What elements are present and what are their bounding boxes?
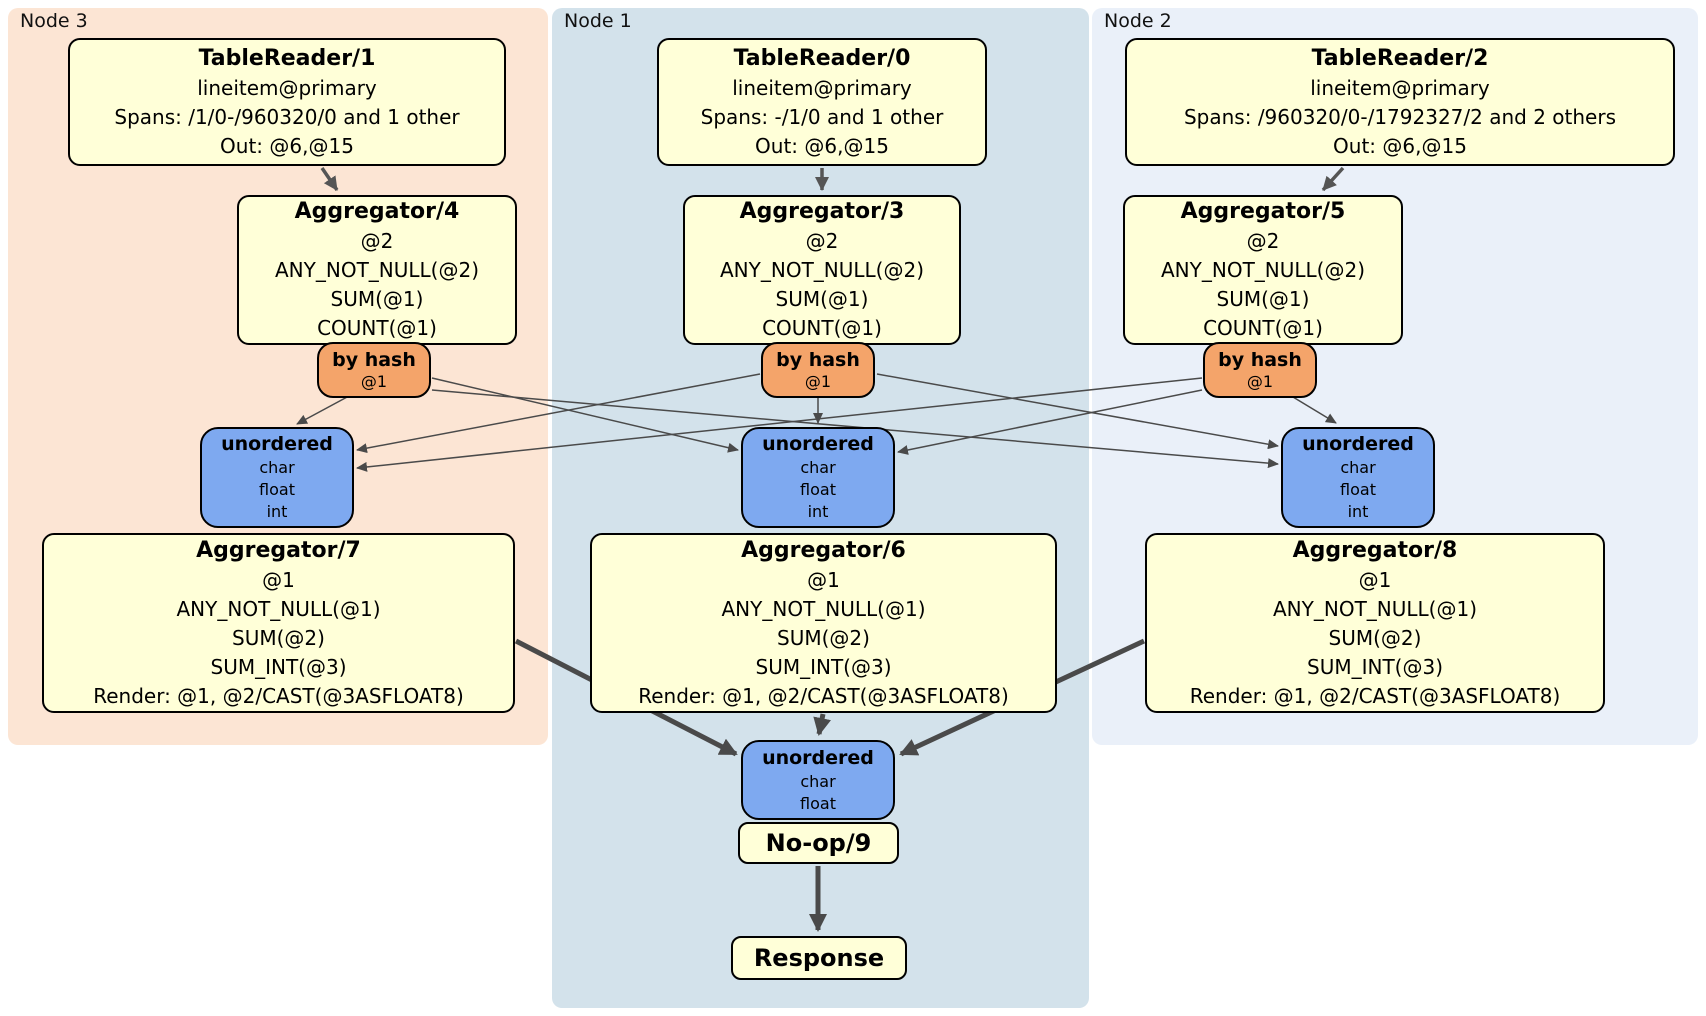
edge-tr2-agg5 [1321, 166, 1345, 192]
edge-agg6-final [813, 713, 831, 736]
sync-detail: char [800, 458, 836, 477]
processor-detail: SUM(@2) [777, 625, 870, 650]
processor-title: Aggregator/7 [196, 537, 361, 563]
processor-tablereader-0: TableReader/0 lineitem@primary Spans: -/… [657, 38, 987, 166]
processor-detail: SUM_INT(@3) [1307, 654, 1443, 679]
router-by-hash-node2: by hash @1 [1203, 342, 1317, 398]
processor-detail: ANY_NOT_NULL(@1) [176, 596, 381, 621]
edge-hash1-sync3 [356, 373, 761, 454]
processor-detail: Render: @1, @2/CAST(@3ASFLOAT8) [93, 683, 464, 708]
edge-hash3-sync3 [296, 395, 350, 425]
processor-title: Aggregator/6 [741, 537, 906, 563]
processor-title: Aggregator/5 [1180, 199, 1346, 224]
response-title: Response [753, 944, 885, 972]
processor-detail: Render: @1, @2/CAST(@3ASFLOAT8) [638, 683, 1009, 708]
processor-aggregator-4: Aggregator/4 @2 ANY_NOT_NULL(@2) SUM(@1)… [237, 195, 517, 345]
processor-title: Aggregator/4 [294, 199, 460, 224]
processor-detail: @2 [805, 229, 839, 253]
router-detail: @1 [1246, 372, 1274, 391]
sync-unordered-node3: unordered char float int [200, 427, 354, 528]
node2-label: Node 2 [1104, 10, 1172, 32]
sync-detail: float [259, 480, 295, 499]
processor-detail: Render: @1, @2/CAST(@3ASFLOAT8) [1189, 683, 1561, 708]
processor-detail: Out: @6,@15 [220, 133, 354, 158]
processor-detail: @2 [360, 229, 394, 253]
sync-detail: char [800, 771, 836, 791]
sync-detail: float [800, 480, 836, 499]
processor-detail: SUM(@2) [232, 625, 325, 650]
processor-detail: ANY_NOT_NULL(@2) [720, 258, 924, 282]
processor-tablereader-1: TableReader/1 lineitem@primary Spans: /1… [68, 38, 506, 166]
sync-title: unordered [221, 433, 333, 455]
router-title: by hash [776, 349, 860, 371]
processor-detail: SUM(@1) [330, 287, 424, 311]
sync-unordered-node1: unordered char float int [741, 427, 895, 528]
sync-title: unordered [762, 746, 874, 769]
processor-title: TableReader/2 [1311, 45, 1489, 71]
sync-detail: char [1340, 458, 1376, 477]
processor-detail: lineitem@primary [1310, 75, 1490, 100]
processor-detail: Spans: /1/0-/960320/0 and 1 other [114, 104, 460, 129]
sync-unordered-final: unordered char float [741, 740, 895, 820]
processor-detail: COUNT(@1) [317, 316, 437, 340]
response-node: Response [731, 936, 907, 980]
processor-detail: @1 [262, 567, 295, 592]
sync-title: unordered [1302, 433, 1414, 455]
sync-detail: int [266, 502, 288, 521]
edge-hash1-sync2 [876, 373, 1279, 450]
router-by-hash-node1: by hash @1 [761, 342, 875, 398]
processor-detail: Out: @6,@15 [1333, 133, 1467, 158]
processor-detail: SUM(@2) [1328, 625, 1422, 650]
router-by-hash-node3: by hash @1 [317, 342, 431, 398]
processor-detail: COUNT(@1) [762, 316, 882, 340]
processor-detail: @1 [807, 567, 840, 592]
processor-noop-9: No-op/9 [738, 822, 899, 864]
processor-detail: SUM_INT(@3) [755, 654, 892, 679]
sync-detail: char [259, 458, 295, 477]
processor-detail: Spans: /960320/0-/1792327/2 and 2 others [1183, 104, 1616, 129]
edge-tr1-agg4 [320, 167, 339, 191]
processor-detail: SUM_INT(@3) [210, 654, 347, 679]
processor-aggregator-6: Aggregator/6 @1 ANY_NOT_NULL(@1) SUM(@2)… [590, 533, 1057, 713]
router-detail: @1 [804, 372, 832, 391]
processor-aggregator-7: Aggregator/7 @1 ANY_NOT_NULL(@1) SUM(@2)… [42, 533, 515, 713]
router-detail: @1 [360, 372, 388, 391]
processor-detail: Spans: -/1/0 and 1 other [700, 104, 944, 129]
processor-title: Aggregator/8 [1292, 537, 1458, 563]
processor-title: Aggregator/3 [739, 199, 905, 224]
router-title: by hash [1218, 349, 1302, 371]
processor-detail: Out: @6,@15 [755, 133, 889, 158]
processor-title: TableReader/0 [733, 45, 911, 71]
edge-hash2-sync2 [1292, 396, 1337, 424]
processor-detail: SUM(@1) [1216, 287, 1310, 311]
processor-title: TableReader/1 [198, 45, 376, 71]
node3-label: Node 3 [20, 10, 88, 32]
processor-detail: lineitem@primary [732, 75, 912, 100]
sync-detail: float [800, 793, 836, 813]
sync-detail: int [1347, 502, 1369, 521]
processor-aggregator-5: Aggregator/5 @2 ANY_NOT_NULL(@2) SUM(@1)… [1123, 195, 1403, 345]
processor-aggregator-3: Aggregator/3 @2 ANY_NOT_NULL(@2) SUM(@1)… [683, 195, 961, 345]
processor-detail: @1 [1358, 567, 1392, 592]
sync-title: unordered [762, 433, 874, 455]
processor-detail: SUM(@1) [775, 287, 869, 311]
processor-aggregator-8: Aggregator/8 @1 ANY_NOT_NULL(@1) SUM(@2)… [1145, 533, 1605, 713]
router-title: by hash [332, 349, 416, 371]
processor-detail: ANY_NOT_NULL(@2) [275, 258, 479, 282]
processor-detail: lineitem@primary [197, 75, 377, 100]
processor-title: No-op/9 [765, 829, 872, 857]
processor-detail: @2 [1246, 229, 1280, 253]
sync-unordered-node2: unordered char float int [1281, 427, 1435, 528]
sync-detail: float [1340, 480, 1376, 499]
processor-detail: ANY_NOT_NULL(@1) [1273, 596, 1477, 621]
processor-tablereader-2: TableReader/2 lineitem@primary Spans: /9… [1125, 38, 1675, 166]
processor-detail: ANY_NOT_NULL(@2) [1161, 258, 1365, 282]
node1-label: Node 1 [564, 10, 632, 32]
edge-hash3-sync1 [431, 377, 739, 453]
edge-hash2-sync3 [356, 377, 1203, 472]
sync-detail: int [807, 502, 829, 521]
edge-hash2-sync1 [897, 389, 1203, 455]
processor-detail: ANY_NOT_NULL(@1) [721, 596, 926, 621]
processor-detail: COUNT(@1) [1203, 316, 1323, 340]
